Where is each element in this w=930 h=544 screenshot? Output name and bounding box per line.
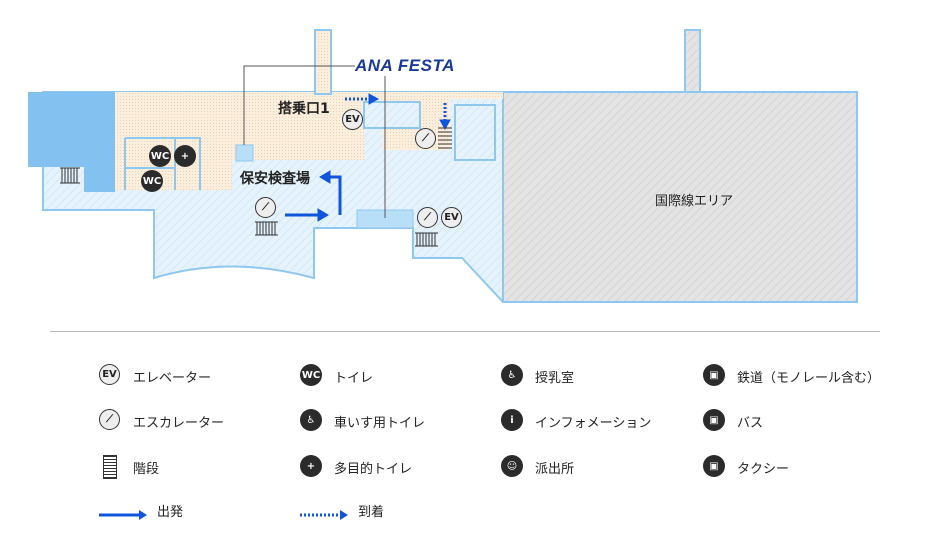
legend-label: バス (737, 416, 764, 431)
escalator-icon: ⟋ (417, 207, 438, 228)
elevator-icon: EV (342, 109, 363, 130)
legend-label: エスカレーター (133, 416, 225, 431)
toilet-icon: WC (141, 170, 163, 192)
international-tower (684, 29, 701, 93)
legend-label: 授乳室 (535, 371, 575, 386)
toilet-icon: WC (300, 364, 322, 386)
departure-arrow-icon (99, 505, 149, 520)
escalator-icon: ⟋ (99, 409, 120, 430)
taxi-icon: ▣ (703, 455, 725, 477)
legend-label: 多目的トイレ (334, 462, 413, 477)
police-box-icon: ☺ (501, 455, 523, 477)
legend-label: インフォメーション (535, 416, 652, 431)
legend-label: 出発 (157, 505, 184, 520)
elevator-icon: EV (99, 364, 120, 385)
information-icon: i (501, 409, 523, 431)
blue-block (28, 92, 115, 192)
arrival-arrow-icon (300, 505, 350, 520)
legend-label: 車いす用トイレ (334, 416, 426, 431)
elevator-icon: EV (441, 207, 462, 228)
legend-label: 到着 (358, 505, 385, 520)
international-area (502, 91, 858, 303)
wheelchair-toilet-icon: ♿ (300, 409, 322, 431)
floor-map (28, 29, 858, 303)
escalator-icon: ⟋ (255, 197, 276, 218)
train-icon: ▣ (703, 364, 725, 386)
stairs-icon (60, 127, 452, 247)
gate-tower (314, 29, 332, 95)
gate-label: 搭乗口1 (278, 101, 330, 117)
nursing-room-icon: ♿ (501, 364, 523, 386)
international-label: 国際線エリア (655, 194, 734, 209)
escalator-icon: ⟋ (415, 128, 436, 149)
legend-label: 鉄道（モノレール含む） (737, 371, 881, 386)
legend-label: 派出所 (535, 462, 575, 477)
stairs-icon (103, 455, 117, 479)
departure-arrow (285, 170, 342, 222)
multipurpose-toilet-icon: + (300, 455, 322, 477)
arrival-arrow (345, 93, 451, 131)
legend-label: トイレ (334, 371, 374, 386)
toilet-icon: WC (149, 145, 171, 167)
divider (50, 331, 880, 332)
multipurpose-toilet-icon: + (174, 145, 196, 167)
security-label: 保安検査場 (240, 171, 310, 187)
legend-label: エレベーター (133, 371, 212, 386)
legend-label: タクシー (737, 462, 790, 477)
legend-label: 階段 (133, 462, 160, 477)
ana-festa-logo: ANA FESTA (355, 56, 455, 75)
bus-icon: ▣ (703, 409, 725, 431)
